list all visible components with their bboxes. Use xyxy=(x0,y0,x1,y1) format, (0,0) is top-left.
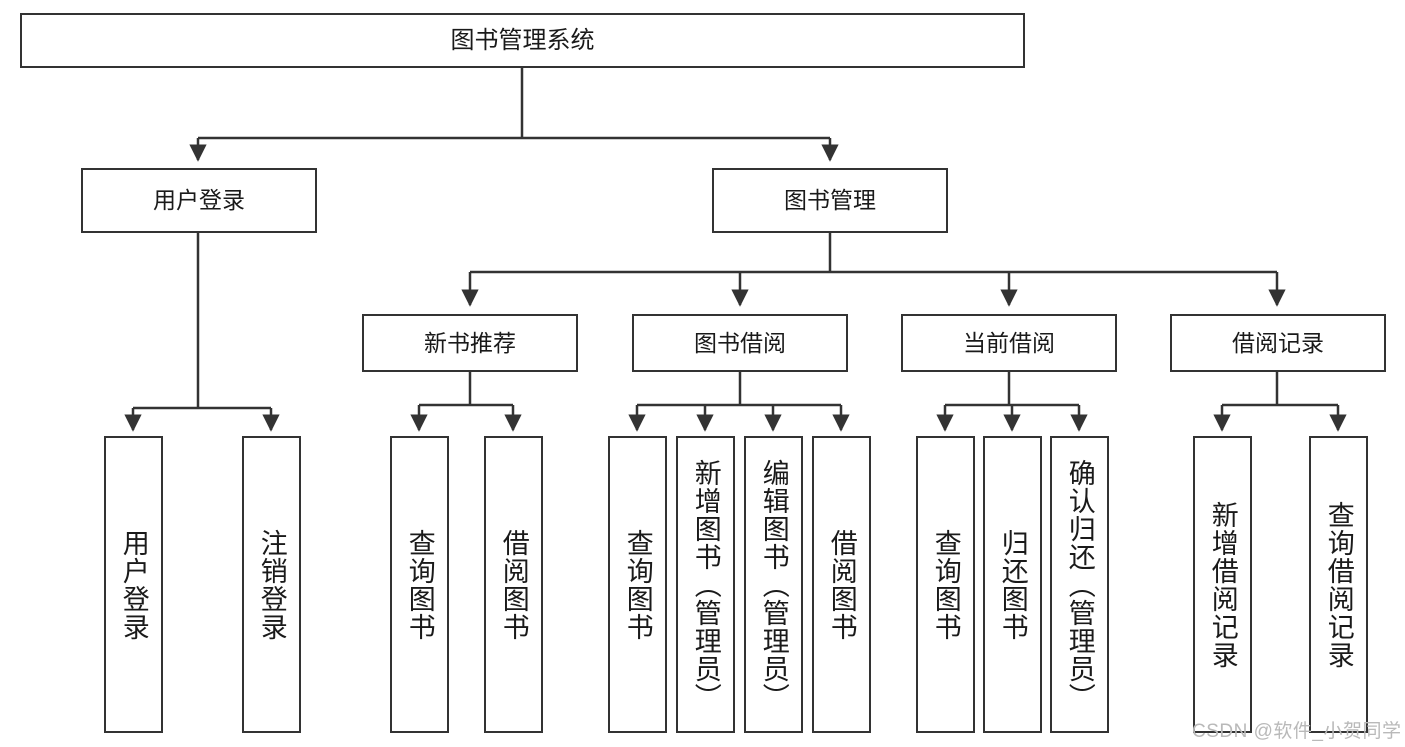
node-user-login[interactable]: 用户登录 xyxy=(81,168,317,233)
csdn-watermark: CSDN @软件_小贺同学 xyxy=(1192,721,1402,742)
node-label: 编辑图书（管理员） xyxy=(758,458,789,711)
leaf-edit-book-admin[interactable]: 编辑图书（管理员） xyxy=(744,436,803,733)
node-label: 确认归还（管理员） xyxy=(1064,458,1095,711)
node-current-borrow[interactable]: 当前借阅 xyxy=(901,314,1117,372)
node-label: 查询图书 xyxy=(930,528,961,641)
node-label: 新增借阅记录 xyxy=(1207,500,1238,669)
node-book-borrow[interactable]: 图书借阅 xyxy=(632,314,848,372)
leaf-query-book-borrow[interactable]: 查询图书 xyxy=(608,436,667,733)
leaf-query-borrow-record[interactable]: 查询借阅记录 xyxy=(1309,436,1368,733)
node-label: 借阅图书 xyxy=(498,528,529,641)
leaf-confirm-return-admin[interactable]: 确认归还（管理员） xyxy=(1050,436,1109,733)
node-label: 图书管理 xyxy=(784,187,876,214)
leaf-return-book[interactable]: 归还图书 xyxy=(983,436,1042,733)
node-label: 注销登录 xyxy=(256,528,287,641)
node-label: 用户登录 xyxy=(153,187,245,214)
leaf-query-book-recommend[interactable]: 查询图书 xyxy=(390,436,449,733)
node-label: 图书借阅 xyxy=(694,329,786,356)
node-label: 用户登录 xyxy=(118,528,149,641)
leaf-borrow-book[interactable]: 借阅图书 xyxy=(812,436,871,733)
node-label: 图书管理系统 xyxy=(450,26,595,54)
leaf-add-book-admin[interactable]: 新增图书（管理员） xyxy=(676,436,735,733)
leaf-user-logout[interactable]: 注销登录 xyxy=(242,436,301,733)
node-borrow-record[interactable]: 借阅记录 xyxy=(1170,314,1386,372)
node-label: 借阅图书 xyxy=(826,528,857,641)
node-root-book-management-system[interactable]: 图书管理系统 xyxy=(20,13,1025,68)
node-label: 当前借阅 xyxy=(963,329,1055,356)
node-label: 归还图书 xyxy=(997,528,1028,641)
node-book-management[interactable]: 图书管理 xyxy=(712,168,948,233)
node-label: 借阅记录 xyxy=(1232,329,1324,356)
leaf-user-login[interactable]: 用户登录 xyxy=(104,436,163,733)
node-new-book-recommend[interactable]: 新书推荐 xyxy=(362,314,578,372)
leaf-query-book-current[interactable]: 查询图书 xyxy=(916,436,975,733)
node-label: 新书推荐 xyxy=(424,329,516,356)
node-label: 新增图书（管理员） xyxy=(690,458,721,711)
leaf-add-borrow-record[interactable]: 新增借阅记录 xyxy=(1193,436,1252,733)
node-label: 查询借阅记录 xyxy=(1323,500,1354,669)
leaf-borrow-book-recommend[interactable]: 借阅图书 xyxy=(484,436,543,733)
node-label: 查询图书 xyxy=(622,528,653,641)
node-label: 查询图书 xyxy=(404,528,435,641)
